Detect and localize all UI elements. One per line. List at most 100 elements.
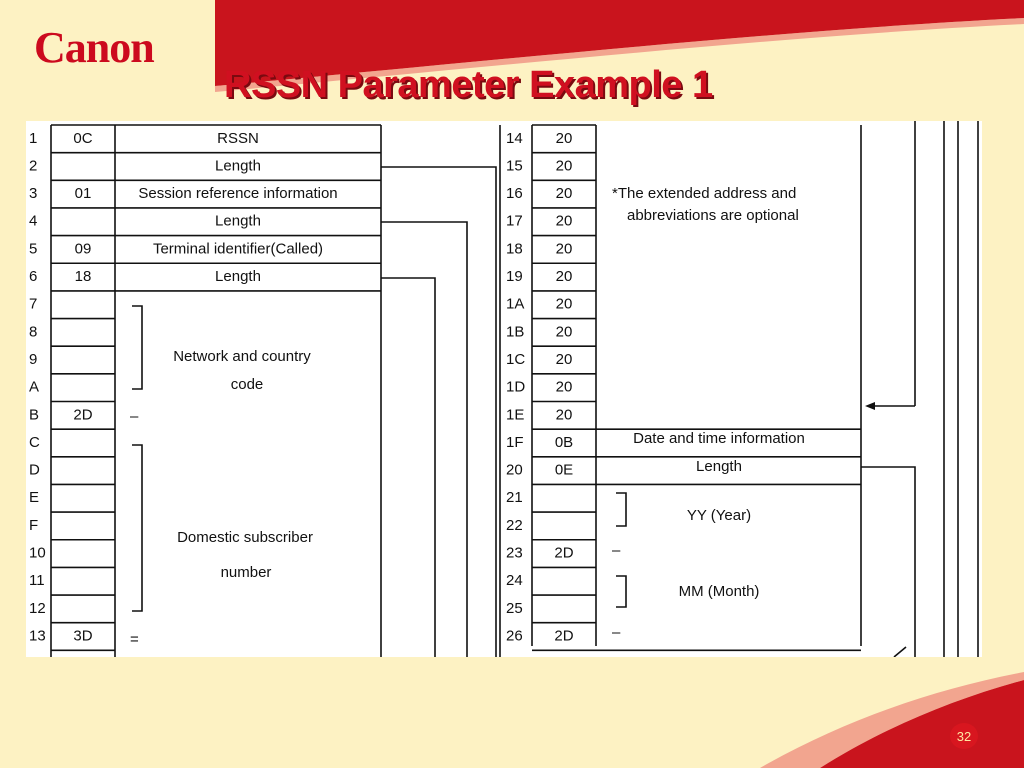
top-band-highlight <box>215 18 1024 92</box>
top-red-band <box>215 0 1024 86</box>
diagram-lines <box>50 121 979 657</box>
left-row-label: RSSN <box>217 130 259 147</box>
right-row-index: 26 <box>506 627 523 644</box>
right-row-code: 2D <box>554 545 573 562</box>
right-row-code: 20 <box>556 406 573 423</box>
right-row-index: 15 <box>506 157 523 174</box>
dash-symbol: – <box>130 408 139 425</box>
connector-length-4 <box>381 221 468 657</box>
right-row-index: 1C <box>506 351 525 368</box>
right-row-code: 20 <box>556 130 573 147</box>
left-row-index: 6 <box>29 268 37 285</box>
left-row-index: 2 <box>29 157 37 174</box>
slide-title: RSSN Parameter Example 1 <box>224 64 713 106</box>
trailing-tick <box>893 646 907 657</box>
left-row-index: C <box>29 434 40 451</box>
right-row-index: 1B <box>506 323 524 340</box>
right-row-index: 1F <box>506 434 524 451</box>
right-row-index: 23 <box>506 545 523 562</box>
left-row-label: Terminal identifier(Called) <box>153 240 323 257</box>
connector-length-2 <box>381 166 497 657</box>
right-row-code: 0E <box>555 462 573 479</box>
domestic-bracket <box>132 444 143 612</box>
right-row-index: 24 <box>506 572 523 589</box>
left-row-index: 10 <box>29 545 46 562</box>
right-row-code: 20 <box>556 185 573 202</box>
right-row-code: 20 <box>556 268 573 285</box>
right-row-code: 20 <box>556 351 573 368</box>
left-row-code: 18 <box>75 268 92 285</box>
length-label: Length <box>696 458 742 475</box>
left-row-index: 3 <box>29 185 37 202</box>
canon-logo: Canon <box>34 23 155 72</box>
right-row-index: 14 <box>506 130 523 147</box>
left-row-index: D <box>29 462 40 479</box>
dash-symbol-26: – <box>612 624 621 641</box>
right-row-index: 20 <box>506 462 523 479</box>
left-row-index: 13 <box>29 627 46 644</box>
network-code-label-line2: code <box>231 376 264 393</box>
right-row-code: 20 <box>556 240 573 257</box>
equals-symbol: = <box>130 631 139 648</box>
page-number-badge: 32 <box>950 723 978 749</box>
domestic-number-label-line1: Domestic subscriber <box>177 529 313 546</box>
left-row-code: 2D <box>73 406 92 423</box>
right-row-index: 16 <box>506 185 523 202</box>
left-row-code: 09 <box>75 240 92 257</box>
date-time-label: Date and time information <box>633 430 805 447</box>
right-row-index: 17 <box>506 213 523 230</box>
right-row-code: 0B <box>555 434 573 451</box>
left-row-label: Length <box>215 268 261 285</box>
left-row-index: 7 <box>29 296 37 313</box>
left-row-code: 0C <box>73 130 92 147</box>
left-row-label: Session reference information <box>138 185 337 202</box>
left-row-index: 9 <box>29 351 37 368</box>
right-row-index: 19 <box>506 268 523 285</box>
dash-symbol-23: – <box>612 542 621 559</box>
bottom-red-band <box>820 680 1024 768</box>
right-row-index: 1E <box>506 406 524 423</box>
month-label: MM (Month) <box>679 583 760 600</box>
left-row-index: A <box>29 379 39 396</box>
right-row-index: 22 <box>506 517 523 534</box>
year-label: YY (Year) <box>687 507 751 524</box>
left-row-index: B <box>29 406 39 423</box>
right-row-index: 25 <box>506 600 523 617</box>
month-bracket <box>616 575 627 608</box>
left-row-index: 4 <box>29 213 37 230</box>
left-row-index: 11 <box>29 572 45 589</box>
left-row-code: 01 <box>75 185 92 202</box>
right-row-index: 1A <box>506 296 524 313</box>
left-row-index: F <box>29 517 38 534</box>
left-row-code: 3D <box>73 627 92 644</box>
page-number: 32 <box>956 728 972 744</box>
connector-length-6 <box>381 277 436 657</box>
right-row-code: 20 <box>556 213 573 230</box>
network-bracket <box>132 305 143 390</box>
right-row-code: 20 <box>556 157 573 174</box>
left-row-index: 5 <box>29 240 37 257</box>
right-row-code: 20 <box>556 323 573 340</box>
network-code-label-line1: Network and country <box>173 348 311 365</box>
left-row-label: Length <box>215 213 261 230</box>
right-row-index: 18 <box>506 240 523 257</box>
domestic-number-label-line2: number <box>221 564 272 581</box>
right-row-index: 1D <box>506 379 525 396</box>
arrow-head-1e <box>865 402 875 410</box>
connector-length-20 <box>861 466 916 657</box>
optional-note-line1: *The extended address and <box>612 185 796 202</box>
optional-note-line2: abbreviations are optional <box>627 207 799 224</box>
right-row-code: 20 <box>556 379 573 396</box>
left-row-index: 12 <box>29 600 46 617</box>
left-row-index: 1 <box>29 130 37 147</box>
right-row-index: 21 <box>506 489 523 506</box>
left-row-label: Length <box>215 157 261 174</box>
left-row-index: 8 <box>29 323 37 340</box>
bottom-band-highlight <box>760 672 1024 768</box>
left-row-index: E <box>29 489 39 506</box>
right-row-code: 20 <box>556 296 573 313</box>
right-row-code: 2D <box>554 627 573 644</box>
year-bracket <box>616 492 627 527</box>
